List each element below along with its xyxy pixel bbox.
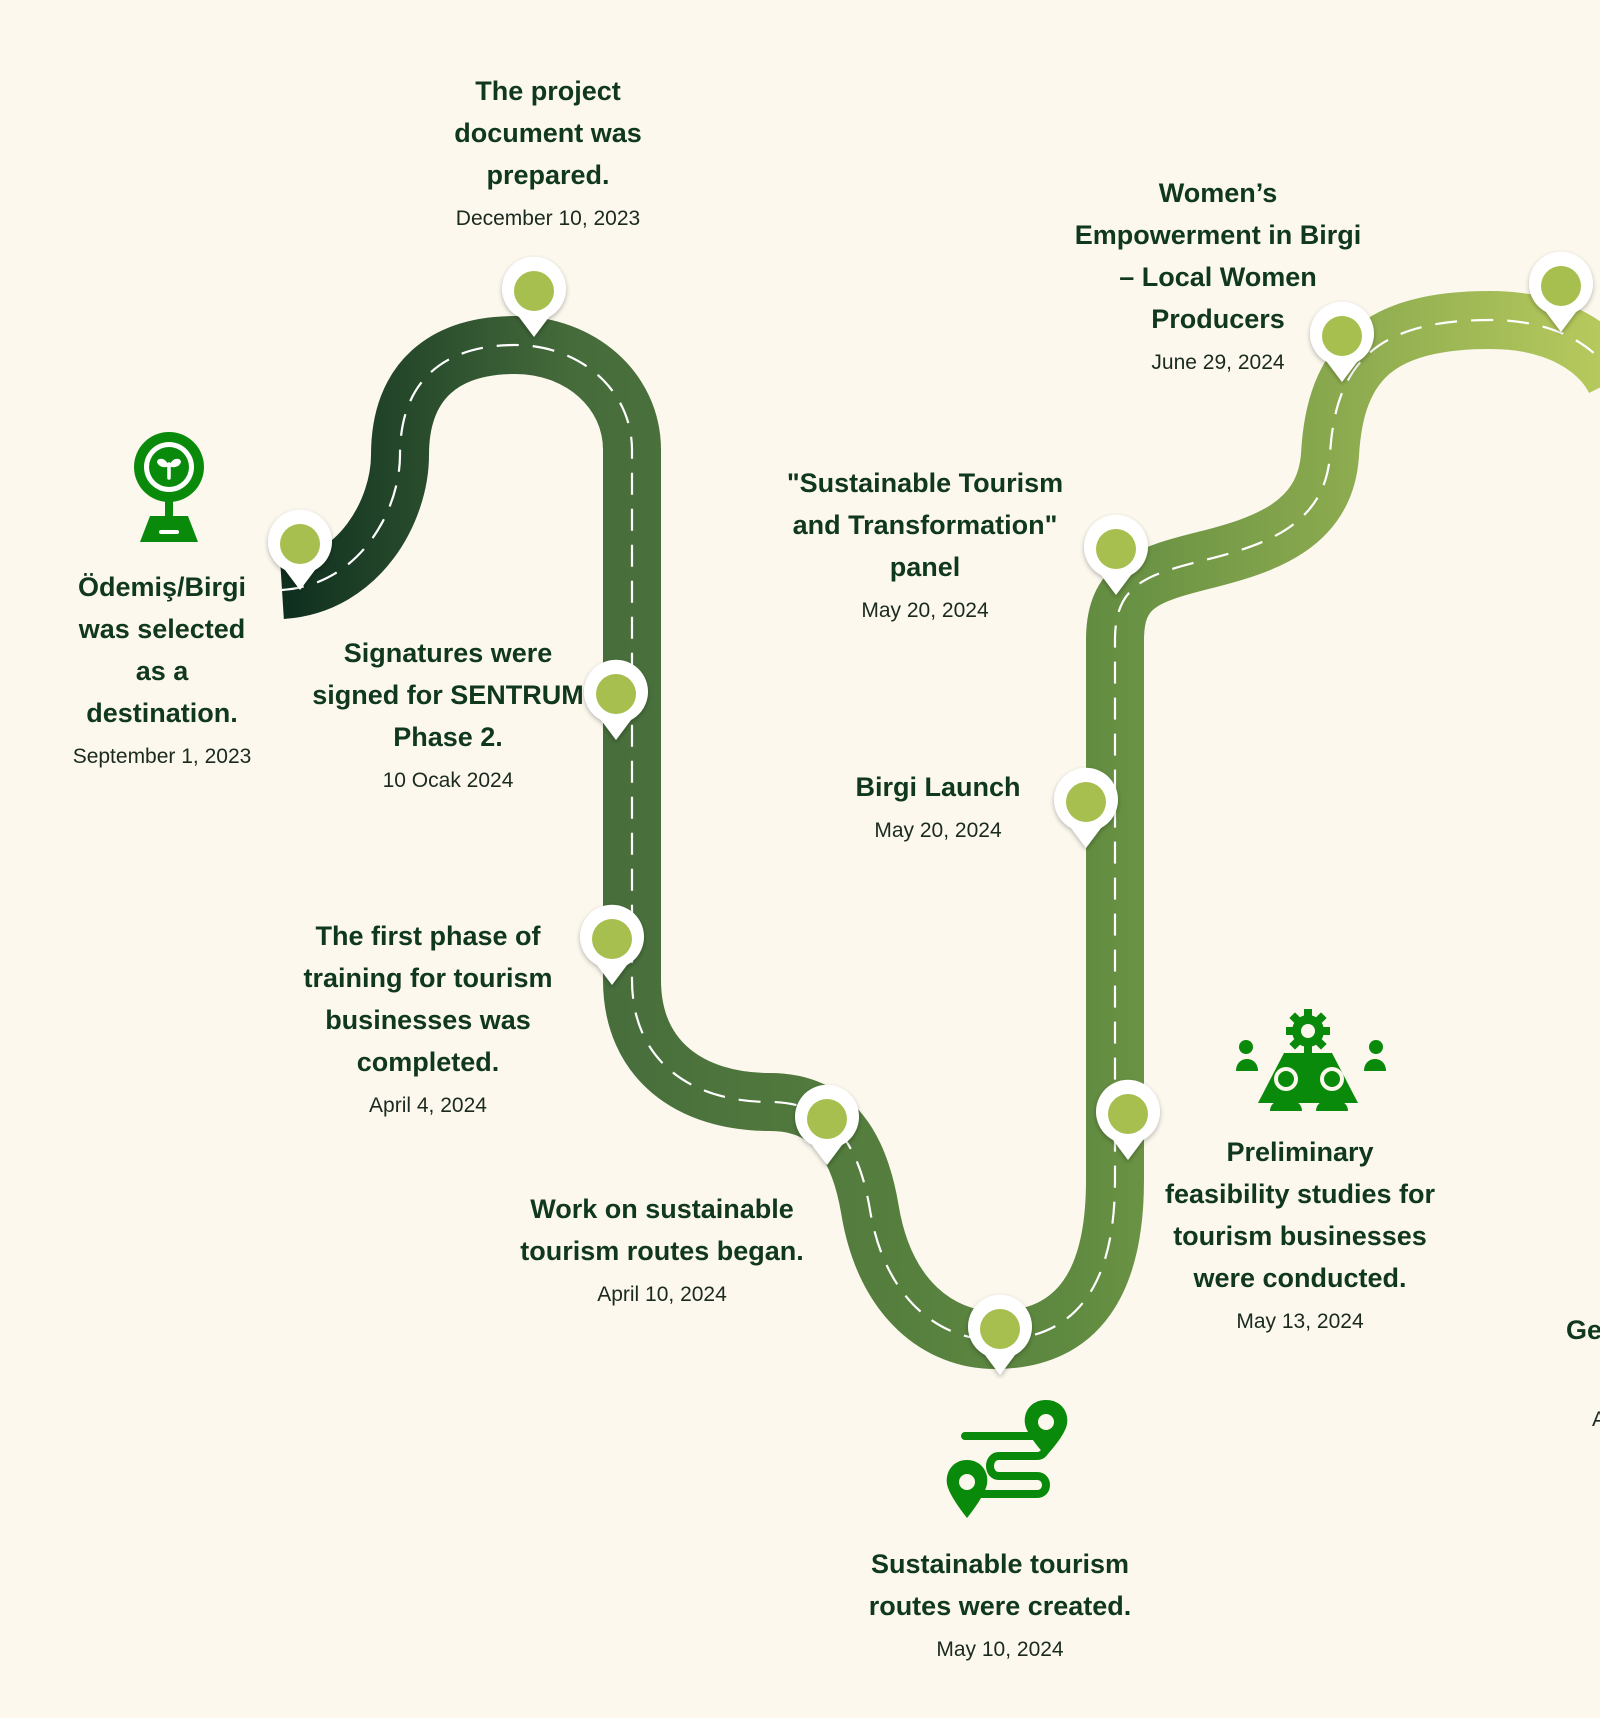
event-date: May 20, 2024: [874, 819, 1002, 842]
plant-location-icon: [134, 432, 204, 542]
timeline-pin: [1079, 513, 1153, 599]
event-date: December 10, 2023: [455, 207, 641, 230]
timeline-pin: [575, 903, 649, 989]
team-meeting-gear-icon: [1236, 1009, 1386, 1111]
timeline-pin: [263, 508, 337, 594]
timeline-pin: [1049, 766, 1123, 852]
event-date: 10 Ocak 2024: [382, 769, 514, 792]
event-date: April 4, 2024: [369, 1094, 487, 1117]
road-center-line: [281, 318, 1600, 1342]
event-date: May 10, 2024: [936, 1638, 1064, 1661]
timeline-pin: [497, 255, 571, 341]
cut-off-date: A: [1592, 1408, 1600, 1431]
event-date: June 29, 2024: [1151, 351, 1285, 374]
timeline-pin: [579, 658, 653, 744]
timeline-pin: [1305, 300, 1379, 386]
timeline-pin: [1524, 250, 1598, 336]
cut-off-title: Ge: [1566, 1315, 1600, 1345]
event-date: September 1, 2023: [72, 745, 252, 768]
event-date: May 13, 2024: [1236, 1310, 1364, 1333]
timeline-pin: [1091, 1078, 1165, 1164]
event-date: April 10, 2024: [597, 1283, 727, 1306]
event-launch: Birgi Launch May 20, 2024: [855, 766, 1020, 846]
event-date: May 20, 2024: [861, 599, 989, 622]
event-title: Birgi Launch: [855, 772, 1021, 802]
timeline-pin: [790, 1083, 864, 1169]
timeline-pin: [963, 1293, 1037, 1379]
route-map-icon: [946, 1400, 1068, 1518]
